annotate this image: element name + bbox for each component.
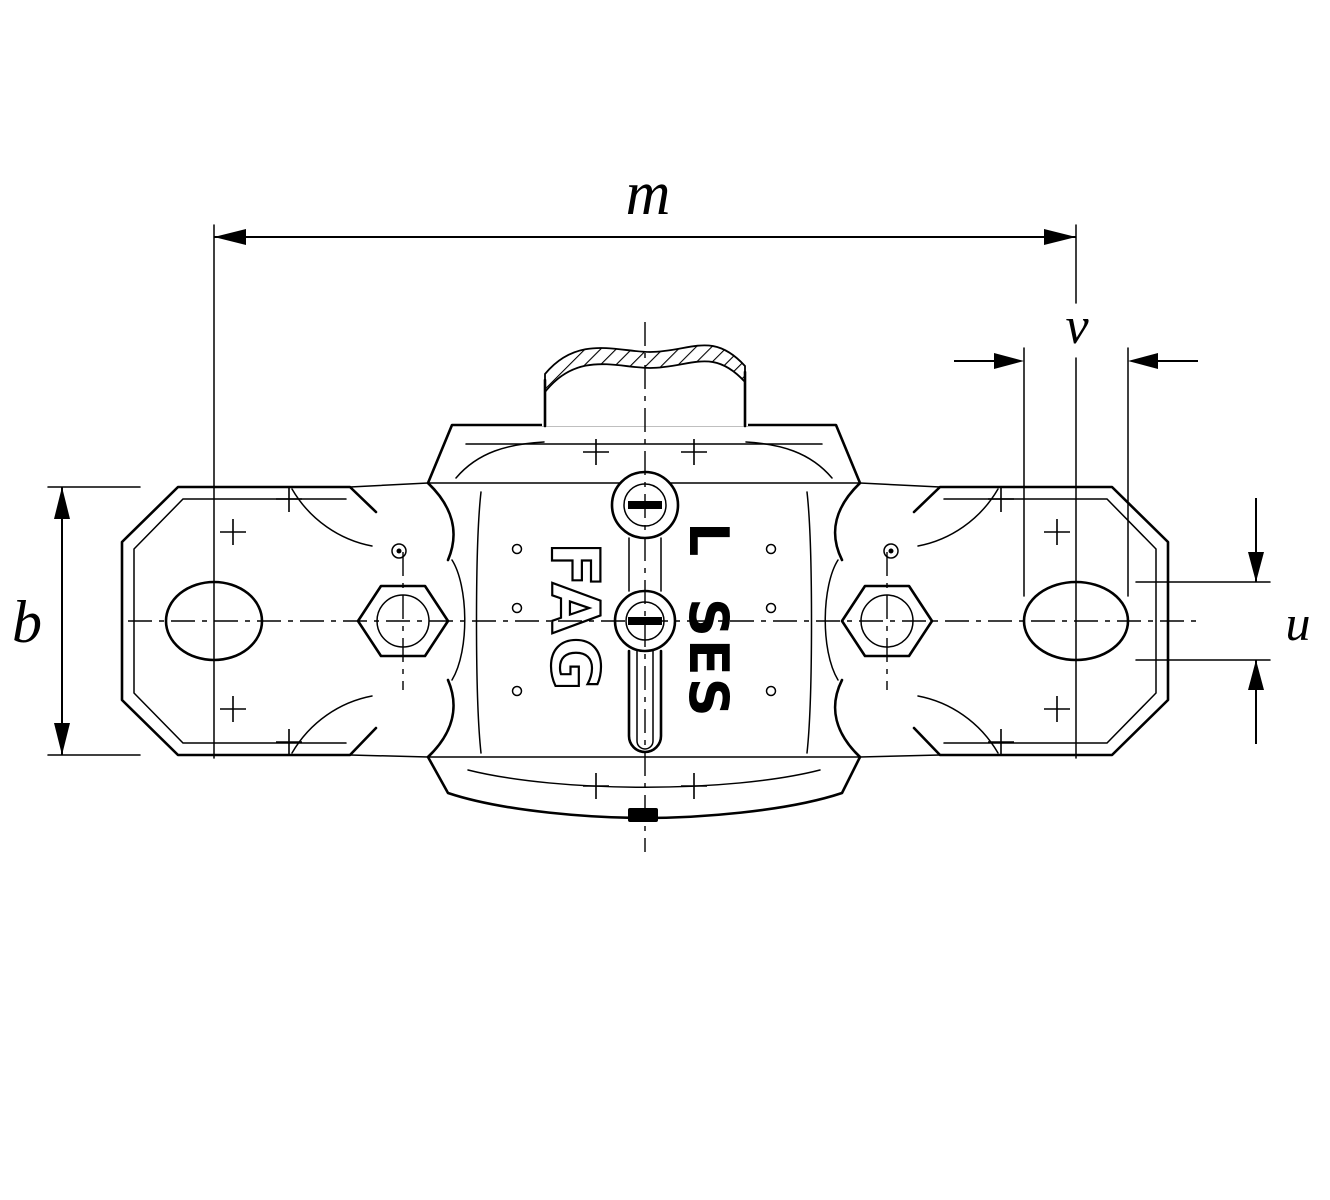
- shaft-sides: [543, 370, 747, 428]
- grease-nipple-right: [883, 543, 899, 559]
- grease-nipple-left: [391, 543, 407, 559]
- boss-blend-arcs: [451, 559, 839, 681]
- bottom-notch: [628, 808, 658, 822]
- dimension-m: m: [213, 160, 1077, 759]
- dimension-v: v: [954, 298, 1198, 759]
- centerlines: [128, 322, 1198, 852]
- lower-boss-inner: [636, 650, 654, 750]
- casting-dot: [511, 543, 523, 555]
- left-foot: [120, 485, 378, 757]
- center-panel-edges: [475, 491, 813, 754]
- bottom-cap-drill-marks: [583, 773, 707, 799]
- top-cap-drill-marks: [583, 439, 707, 465]
- dimension-m-arrow-right: [1044, 229, 1076, 245]
- dimension-b-arrow-top: [54, 487, 70, 519]
- bottom-cap: [426, 755, 862, 822]
- casting-dot: [765, 543, 777, 555]
- dimension-u-label: u: [1286, 595, 1311, 651]
- bottom-cap-inner-curve: [467, 769, 821, 788]
- grease-nipple-left-dot: [396, 548, 402, 554]
- boss-connector-lines: [628, 537, 662, 592]
- dimension-u: u: [1135, 498, 1311, 744]
- housing-center-body: [349, 481, 941, 759]
- left-foot-drill-marks: [220, 486, 302, 755]
- dimension-m-arrow-left: [214, 229, 246, 245]
- dimension-b-label: b: [12, 589, 42, 655]
- casting-dot: [765, 685, 777, 697]
- brand-text: FAG: [536, 542, 613, 694]
- dimension-v-label: v: [1065, 298, 1089, 355]
- dimension-u-arrow-top: [1248, 552, 1264, 582]
- dimension-u-arrow-bottom: [1248, 660, 1264, 690]
- grease-nipple-right-dot: [888, 548, 894, 554]
- dimension-v-arrow-left: [994, 353, 1024, 369]
- left-foot-outline: [120, 485, 378, 757]
- hex-head-right: [840, 584, 934, 658]
- casting-dot: [765, 602, 777, 614]
- right-foot-drill-marks: [988, 486, 1070, 755]
- body-shoulder-curves: [426, 481, 862, 759]
- casting-dot: [511, 685, 523, 697]
- variant-text: L: [677, 522, 740, 558]
- series-text: SES: [677, 598, 740, 719]
- top-cap-curves: [455, 441, 833, 479]
- foot-to-cap-edges: [349, 482, 941, 758]
- casting-dots: [511, 543, 777, 697]
- dimension-b-arrow-bottom: [54, 723, 70, 755]
- dimension-b: b: [12, 486, 141, 756]
- dimension-m-label: m: [626, 160, 671, 228]
- dimension-v-arrow-right: [1128, 353, 1158, 369]
- casting-dot: [511, 602, 523, 614]
